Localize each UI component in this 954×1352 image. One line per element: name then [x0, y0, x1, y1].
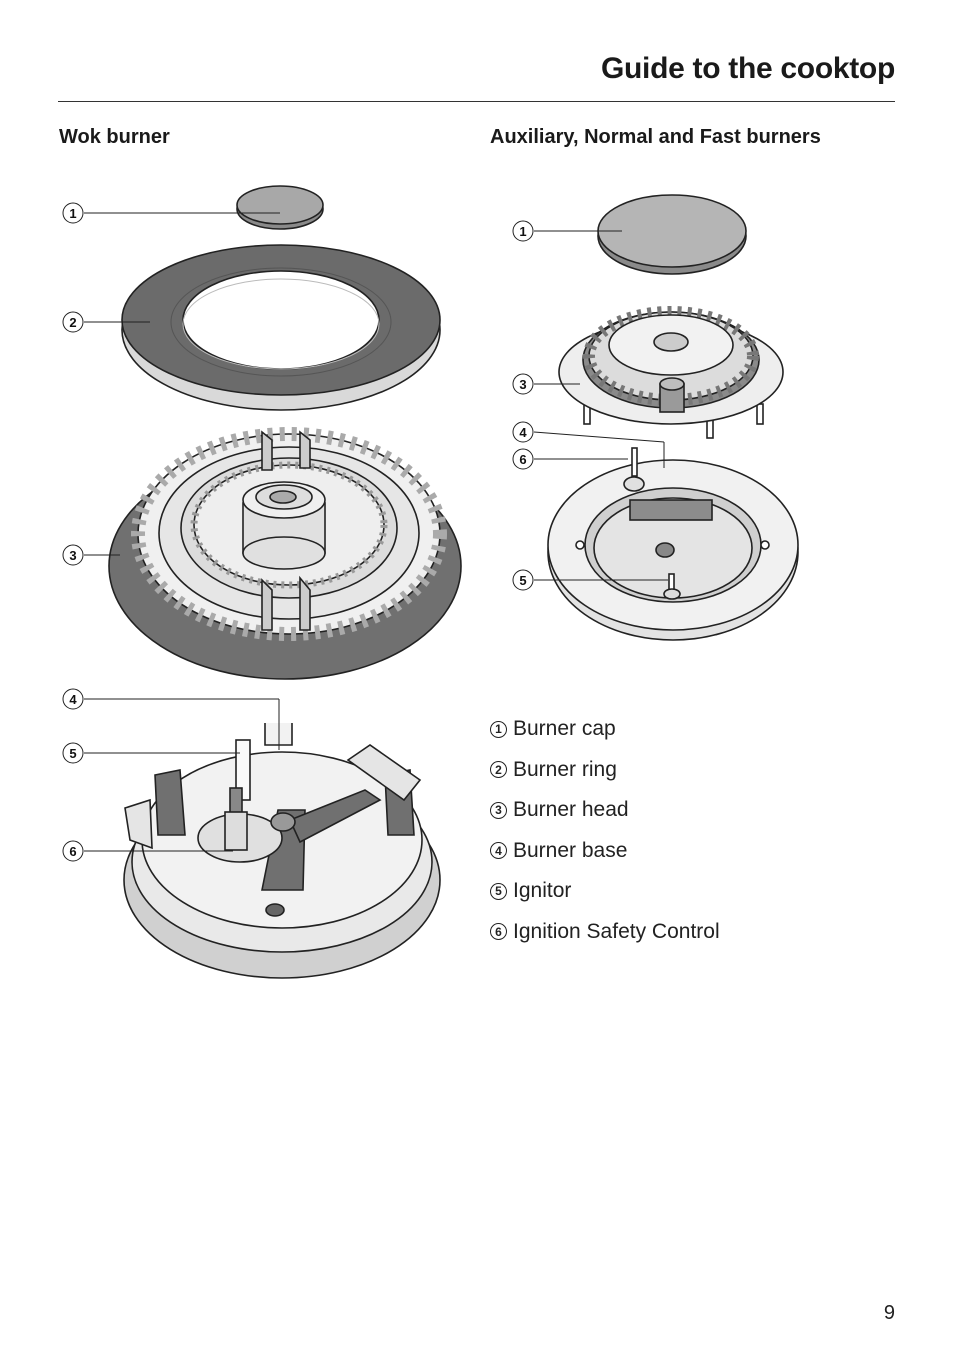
- legend-number: 3: [490, 801, 507, 819]
- wok-callout-5: 5: [69, 746, 76, 761]
- page-title: Guide to the cooktop: [601, 52, 895, 85]
- wok-burner-heading: Wok burner: [59, 126, 170, 148]
- wok-callouts: [62, 202, 280, 862]
- standard-burners-heading: Auxiliary, Normal and Fast burners: [490, 126, 821, 148]
- wok-burner-base-drawing: [123, 723, 441, 979]
- wok-burner-head-drawing: [108, 427, 462, 680]
- parts-legend: 1 Burner cap 2 Burner ring 3 Burner head…: [490, 709, 720, 952]
- wok-callout-1: 1: [69, 206, 76, 221]
- wok-callout-3: 3: [69, 548, 76, 563]
- legend-number: 2: [490, 761, 507, 779]
- wok-callout-6: 6: [69, 844, 76, 859]
- legend-item-ignitor: 5 Ignitor: [490, 871, 720, 912]
- standard-burner-cap-drawing: [597, 194, 747, 275]
- page-number: 9: [883, 1302, 895, 1324]
- legend-item-burner-head: 3 Burner head: [490, 790, 720, 831]
- standard-burner-base-drawing: [547, 447, 799, 641]
- legend-number: 4: [490, 842, 507, 860]
- legend-number: 5: [490, 882, 507, 900]
- wok-burner-cap-drawing: [236, 185, 324, 230]
- wok-burner-diagram: 1 2 3 4 5 6: [62, 185, 462, 979]
- wok-callout-4: 4: [69, 692, 77, 707]
- standard-callout-6: 6: [519, 452, 526, 467]
- legend-label: Ignitor: [513, 879, 572, 903]
- standard-burner-head-drawing: [558, 306, 784, 439]
- legend-number: 6: [490, 923, 507, 941]
- legend-item-burner-base: 4 Burner base: [490, 831, 720, 872]
- standard-callout-3: 3: [519, 377, 526, 392]
- standard-callout-4: 4: [519, 425, 527, 440]
- legend-label: Ignition Safety Control: [513, 919, 720, 943]
- standard-callout-5: 5: [519, 573, 526, 588]
- wok-callout-2: 2: [69, 315, 76, 330]
- legend-label: Burner ring: [513, 757, 617, 781]
- wok-burner-ring-drawing: [121, 244, 441, 411]
- legend-item-burner-cap: 1 Burner cap: [490, 709, 720, 750]
- legend-label: Burner head: [513, 798, 629, 822]
- legend-item-burner-ring: 2 Burner ring: [490, 750, 720, 791]
- legend-label: Burner base: [513, 838, 628, 862]
- standard-callout-1: 1: [519, 224, 526, 239]
- standard-callouts: [512, 220, 668, 591]
- legend-number: 1: [490, 720, 507, 738]
- standard-burner-diagram: 1 3 4 6 5: [512, 194, 799, 641]
- legend-label: Burner cap: [513, 717, 616, 741]
- legend-item-ignition-safety-control: 6 Ignition Safety Control: [490, 912, 720, 953]
- title-divider: [58, 101, 895, 102]
